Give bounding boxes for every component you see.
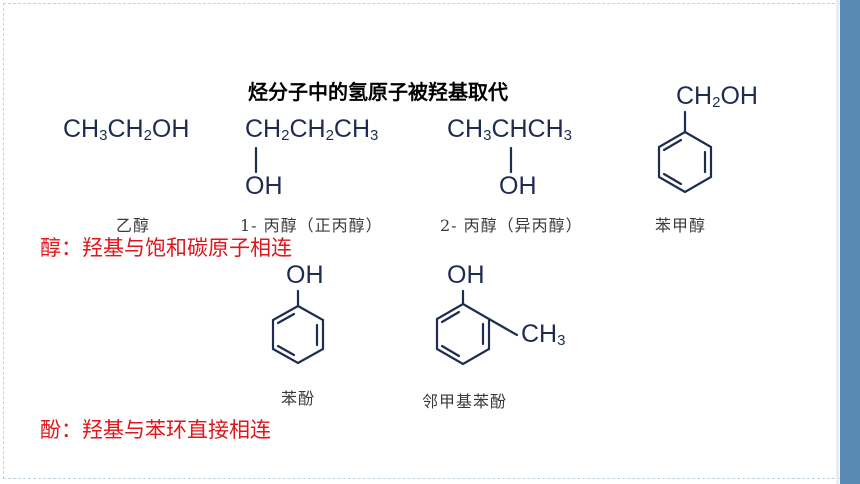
cresol-methyl: CH3: [521, 320, 566, 349]
propanol-2-formula: CH3CHCH3: [447, 115, 573, 144]
cresol-ring-double-3: [440, 310, 461, 324]
benzyl-alcohol-caption: 苯甲醇: [655, 216, 707, 235]
phenol-caption: 苯酚: [281, 389, 316, 408]
phenol-definition: 酚：羟基与苯环直接相连: [40, 418, 271, 442]
cresol-ring: [435, 302, 491, 366]
propanol-1-formula: CH2CH2CH3: [245, 115, 379, 144]
propanol-2-hydroxyl: OH: [499, 172, 537, 200]
phenol-ring: [271, 304, 325, 365]
propanol-2-caption: 2- 丙醇（异丙醇）: [440, 216, 583, 235]
phenol-ring-double-2: [276, 344, 296, 357]
cresol-caption: 邻甲基苯酚: [422, 392, 508, 411]
propanol-1-hydroxyl: OH: [245, 172, 283, 200]
propanol-1-caption: 1- 丙醇（正丙醇）: [240, 216, 383, 235]
accent-bar: [840, 0, 860, 484]
benzyl-ring: [657, 130, 713, 194]
headline: 烃分子中的氢原子被羟基取代: [248, 80, 508, 104]
phenol-hydroxyl: OH: [286, 261, 324, 289]
benzyl-ring-double-2: [662, 172, 683, 186]
ethanol-formula: CH3CH2OH: [63, 115, 190, 144]
ethanol-caption: 乙醇: [116, 216, 151, 235]
cresol-hydroxyl: OH: [447, 261, 485, 289]
benzyl-alcohol-formula: CH2OH: [676, 82, 758, 111]
cresol-ring-double-2: [440, 344, 461, 358]
cresol-methyl-bond: [487, 317, 519, 337]
phenol-ring-double-3: [276, 312, 296, 325]
alcohol-definition: 醇：羟基与饱和碳原子相连: [40, 236, 292, 260]
accent-bar-edge: [836, 0, 839, 484]
benzyl-ring-double-3: [662, 138, 683, 152]
